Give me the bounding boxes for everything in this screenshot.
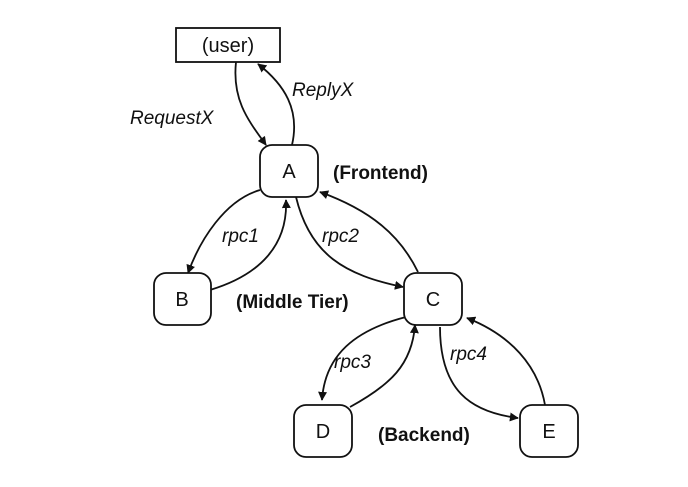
edge-label-rpc4: rpc4 — [450, 344, 487, 365]
node-e-label: E — [542, 421, 555, 443]
node-c-label: C — [426, 289, 440, 311]
edge-rpc2-a-to-c — [295, 196, 404, 290]
node-user-label: (user) — [202, 35, 254, 57]
node-user: (user) — [175, 27, 281, 63]
edge-request-user-to-a — [234, 61, 267, 146]
edge-reply-a-to-user — [257, 63, 296, 146]
edge-rpc4-c-to-e — [439, 326, 519, 422]
node-a: A — [259, 144, 319, 198]
node-d: D — [293, 404, 353, 458]
node-e: E — [519, 404, 579, 458]
edge-rpc2-c-to-a — [319, 190, 419, 273]
edge-label-reply: ReplyX — [292, 80, 355, 101]
node-b: B — [153, 272, 212, 326]
edge-label-rpc2: rpc2 — [322, 226, 359, 247]
node-c: C — [403, 272, 463, 326]
node-a-label: A — [282, 161, 296, 183]
node-d-label: D — [316, 421, 330, 443]
tier-label-middle: (Middle Tier) — [236, 292, 349, 313]
tier-label-frontend: (Frontend) — [333, 163, 428, 184]
node-b-label: B — [175, 289, 188, 311]
edge-rpc3-c-to-d — [318, 316, 407, 401]
edge-label-rpc1: rpc1 — [222, 226, 259, 247]
edge-label-request: RequestX — [130, 108, 215, 129]
edge-rpc3-d-to-c — [349, 324, 419, 408]
edge-rpc4-e-to-c — [466, 316, 546, 406]
edge-rpc1-b-to-a — [209, 199, 291, 291]
edge-rpc1-a-to-b — [186, 189, 261, 274]
tier-label-backend: (Backend) — [378, 425, 470, 446]
edge-label-rpc3: rpc3 — [334, 352, 371, 373]
